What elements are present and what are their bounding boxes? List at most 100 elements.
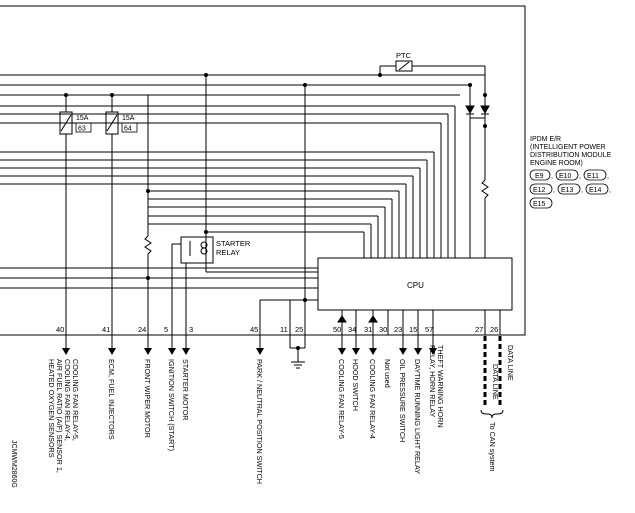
connector-badge [529, 197, 553, 209]
ipdm-line: IPDM E/R [530, 136, 561, 143]
connector-badge [585, 183, 609, 195]
junction-dot [296, 346, 300, 350]
arrow-down-icon [352, 348, 360, 355]
cpu-box [317, 257, 513, 311]
junction-dot [378, 73, 382, 77]
arrow-down-icon [338, 348, 346, 355]
connector-badge [555, 169, 579, 181]
pin-number: 57 [425, 325, 433, 334]
destination-label: AIR FUEL RATIO (A/F) SENSOR 1, [55, 359, 64, 473]
pin-number: 50 [333, 325, 341, 334]
destination-label: HEATED OXYGEN SENSORS [47, 359, 56, 458]
junction-dot [110, 93, 114, 97]
junction-dot [483, 93, 487, 97]
connector-badge [529, 169, 551, 181]
junction-dot [303, 83, 307, 87]
starter-relay [180, 236, 214, 264]
pin-number: 30 [379, 325, 387, 334]
pin-number: 40 [56, 325, 64, 334]
destination-label: DATA LINE [491, 364, 500, 400]
destination-label: STARTER MOTOR [181, 359, 190, 421]
junction-dot [146, 276, 150, 280]
relay-label: STARTER [216, 239, 251, 248]
junction-dot [64, 93, 68, 97]
destination-label: COOLING FAN RELAY-5, [71, 359, 80, 441]
junction-dot [303, 298, 307, 302]
arrow-down-icon [414, 348, 422, 355]
destination-label: OIL PRESSURE SWITCH [398, 359, 407, 442]
destination-label: ECM, FUEL INJECTORS [107, 359, 116, 440]
destination-label: RELAY, HORN RELAY [428, 345, 437, 418]
relay-label: RELAY [216, 248, 240, 257]
diode-icon [480, 105, 490, 115]
arrow-down-icon [144, 348, 152, 355]
relay-coil [200, 247, 208, 255]
junction-dot [204, 230, 208, 234]
pin-number: 45 [250, 325, 258, 334]
arrow-down-icon [399, 348, 407, 355]
pin-number: 41 [102, 325, 110, 334]
connector-id: E9 [535, 173, 544, 180]
destination-label: PARK / NEUTRAL POSITION SWITCH [255, 359, 264, 484]
fuse-number: 63 [78, 126, 86, 133]
connector-id: E14 [589, 187, 602, 194]
fuse-number-box [75, 122, 92, 133]
connector-badge [529, 183, 553, 195]
fuse-rating: 15A [122, 115, 135, 122]
ipdm-line: ENGINE ROOM) [530, 160, 583, 167]
connector-id: E12 [533, 187, 546, 194]
arrow-down-icon [108, 348, 116, 355]
destination-label: IGNITION SWITCH (START) [167, 359, 176, 451]
pin-number: 25 [295, 325, 303, 334]
arrow-down-icon [62, 348, 70, 355]
connector-id: E15 [533, 201, 546, 208]
module-boundary [0, 5, 526, 336]
destination-label: FRONT WIPER MOTOR [143, 359, 152, 438]
comma: , [581, 187, 583, 194]
destination-label: DATA LINE [506, 345, 515, 381]
ipdm-line: (INTELLIGENT POWER [530, 144, 606, 151]
junction-dot [146, 189, 150, 193]
destination-label: COOLING FAN RELAY-5 [337, 359, 346, 439]
ptc-label: PTC [396, 51, 412, 60]
diode-icon [465, 105, 475, 115]
arrow-down-icon [182, 348, 190, 355]
comma: , [607, 173, 609, 180]
can-label: To CAN system [488, 422, 497, 472]
comma: , [609, 187, 611, 194]
diode-icon [337, 315, 347, 323]
cpu-label: CPU [407, 281, 424, 290]
junction-dot [204, 73, 208, 77]
pin-number: 11 [280, 325, 288, 334]
ipdm-line: DISTRIBUTION MODULE [530, 152, 612, 159]
arrow-down-icon [429, 348, 437, 355]
ptc-slash [398, 61, 410, 71]
connector-id: E13 [561, 187, 574, 194]
destination-label: Not used [383, 359, 392, 388]
comma: , [579, 173, 581, 180]
connector-id: E11 [587, 173, 599, 180]
pin-number: 3 [189, 325, 193, 334]
destination-label: HOOD SWITCH [351, 359, 360, 411]
fuse-rating: 15A [76, 115, 89, 122]
resistor [481, 179, 489, 199]
pin-number: 27 [475, 325, 483, 334]
pin-number: 34 [348, 325, 356, 334]
destination-label: THEFT WARNING HORN [436, 345, 445, 428]
pin-number: 24 [138, 325, 146, 334]
arrow-down-icon [168, 348, 176, 355]
junction-dot [483, 124, 487, 128]
ptc-element [395, 60, 413, 72]
connector-id: E10 [559, 173, 572, 180]
diode-icon [368, 315, 378, 323]
destination-label: COOLING FAN RELAY-4, [63, 359, 72, 441]
arrow-down-icon [256, 348, 264, 355]
pin-number: 31 [364, 325, 372, 334]
comma: , [551, 173, 553, 180]
pin-number: 23 [394, 325, 402, 334]
destination-label: COOLING FAN RELAY-4 [368, 359, 377, 439]
pin-number: 5 [164, 325, 168, 334]
pin-number: 15 [409, 325, 417, 334]
can-brace [480, 409, 504, 419]
